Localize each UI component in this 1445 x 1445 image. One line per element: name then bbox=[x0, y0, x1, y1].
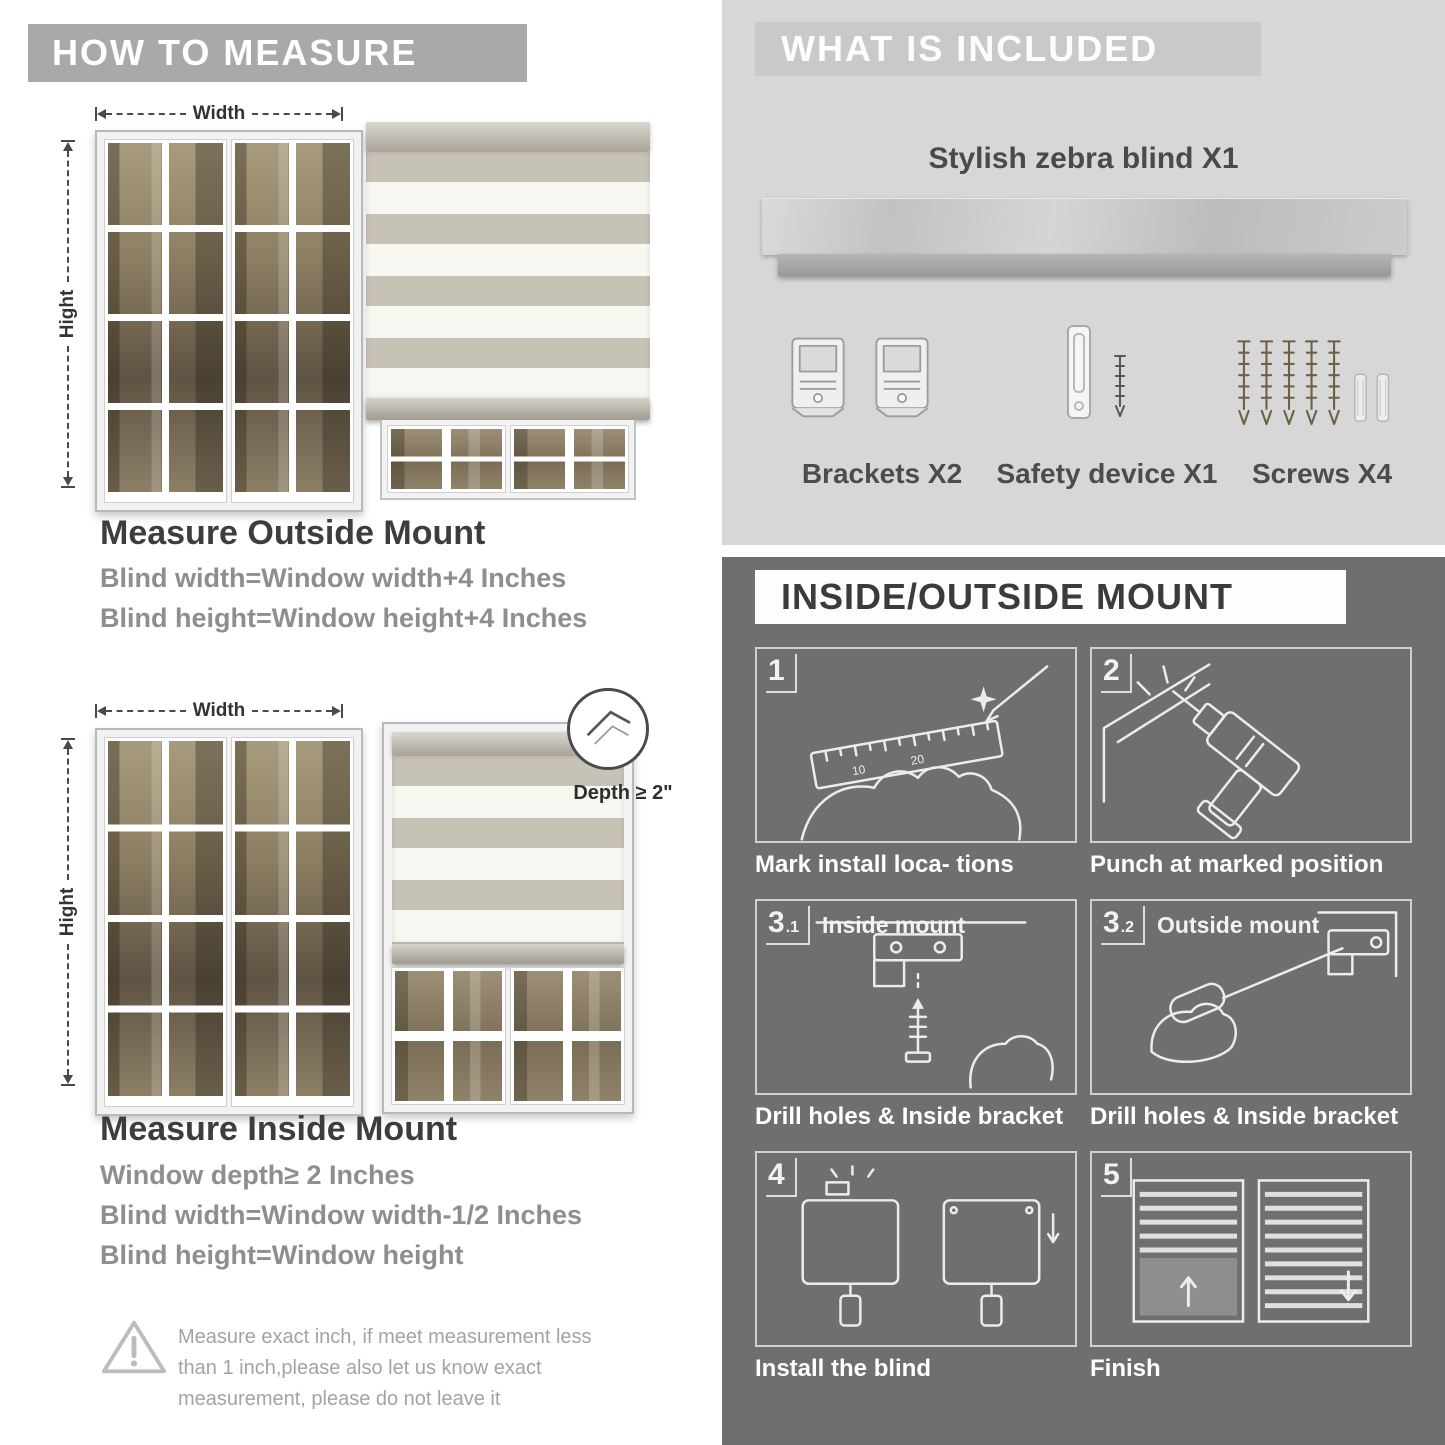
safety-device-label: Safety device X1 bbox=[996, 458, 1218, 489]
arrowhead-right-icon bbox=[332, 706, 341, 716]
blind-stripes bbox=[366, 152, 650, 398]
step-number: 1 bbox=[768, 654, 785, 687]
screws-icon bbox=[1237, 340, 1390, 426]
step-number: 5 bbox=[1103, 1158, 1120, 1191]
finish-illustration bbox=[1092, 1153, 1410, 1345]
width-label: Width bbox=[192, 700, 246, 721]
arrow-tick bbox=[95, 107, 97, 121]
safety-device-icon bbox=[1067, 325, 1091, 419]
screw-icon bbox=[1114, 355, 1126, 417]
window-sash bbox=[231, 737, 354, 1107]
width-label: Width bbox=[192, 103, 246, 124]
zebra-blind-item-label: Stylish zebra blind X1 bbox=[928, 142, 1239, 175]
window-sash bbox=[231, 139, 354, 503]
install-blind-illustration bbox=[757, 1153, 1075, 1345]
arrowhead-up-icon bbox=[63, 740, 73, 749]
measure-note: Measure exact inch, if meet measurement … bbox=[178, 1326, 592, 1410]
window-corner-detail-icon bbox=[586, 710, 631, 745]
arrow-tick bbox=[341, 107, 343, 121]
how-to-measure-header: HOW TO MEASURE bbox=[28, 24, 527, 82]
step-subtitle: Outside mount bbox=[1157, 912, 1320, 938]
arrowhead-left-icon bbox=[97, 706, 106, 716]
outside-formula-height: Blind height=Window height+4 Inches bbox=[100, 603, 588, 633]
step-1-panel: 1 10 20 bbox=[755, 647, 1077, 879]
window-below-blind bbox=[391, 967, 625, 1105]
zebra-blind-headrail-image bbox=[762, 198, 1407, 255]
window-illustration-inside bbox=[95, 728, 363, 1116]
blind-bottom-rail bbox=[392, 944, 624, 964]
inside-outside-mount-section: INSIDE/OUTSIDE MOUNT 1 10 20 bbox=[722, 557, 1445, 1445]
bracket-icon bbox=[791, 337, 845, 418]
blind-bottom-rail bbox=[366, 398, 650, 420]
zebra-blind-illustration-inside bbox=[382, 722, 634, 1114]
height-arrow: Hight bbox=[57, 140, 78, 488]
inside-mount-title: Measure Inside Mount bbox=[100, 1110, 458, 1148]
window-below-blind bbox=[380, 420, 636, 500]
width-arrow: Width bbox=[95, 103, 343, 124]
inside-formula-height: Blind height=Window height bbox=[100, 1240, 464, 1270]
window-sash bbox=[104, 139, 227, 503]
window-sash bbox=[104, 737, 227, 1107]
step-5-panel: 5 bbox=[1090, 1151, 1412, 1383]
safety-device-image bbox=[1062, 322, 1128, 422]
blind-cassette bbox=[366, 122, 650, 152]
arrowhead-left-icon bbox=[97, 109, 106, 119]
step-number: 4 bbox=[768, 1158, 785, 1191]
step-caption: Drill holes & Inside bracket bbox=[1090, 1103, 1399, 1130]
step-subtitle: Inside mount bbox=[822, 912, 966, 938]
svg-text:20: 20 bbox=[910, 752, 926, 768]
step-number: 3 bbox=[1103, 906, 1120, 939]
step-number: 3 bbox=[768, 906, 785, 939]
arrowhead-down-icon bbox=[63, 477, 73, 486]
step-caption: Drill holes & Inside bracket bbox=[755, 1103, 1064, 1130]
inside-formula-width: Blind width=Window width-1/2 Inches bbox=[100, 1200, 583, 1230]
arrowhead-down-icon bbox=[63, 1075, 73, 1084]
brackets-image bbox=[784, 334, 936, 420]
step-4-panel: 4 bbox=[755, 1151, 1077, 1383]
inside-bracket-illustration bbox=[757, 901, 1075, 1093]
blind-stripes bbox=[392, 756, 624, 944]
outside-mount-title: Measure Outside Mount bbox=[100, 514, 486, 552]
height-label: Hight bbox=[57, 887, 78, 937]
height-label: Hight bbox=[57, 289, 78, 339]
bracket-icon bbox=[875, 337, 929, 418]
outside-formula-width: Blind width=Window width+4 Inches bbox=[100, 563, 567, 593]
drill-illustration bbox=[1092, 649, 1410, 841]
step-caption: Mark install loca- tions bbox=[755, 851, 1014, 878]
step-3-1-panel: 3.1 Inside mount bbox=[755, 899, 1077, 1131]
depth-callout-circle bbox=[567, 688, 649, 770]
step-caption: Finish bbox=[1090, 1355, 1161, 1382]
screws-label: Screws X4 bbox=[1251, 458, 1393, 489]
arrowhead-up-icon bbox=[63, 142, 73, 151]
what-is-included-header: WHAT IS INCLUDED bbox=[755, 22, 1261, 76]
zebra-blind-illustration-outside bbox=[366, 122, 650, 500]
depth-label: Depth ≥ 2" bbox=[573, 782, 673, 804]
inside-formula-depth: Window depth≥ 2 Inches bbox=[100, 1160, 415, 1190]
step-caption: Install the blind bbox=[755, 1355, 932, 1382]
window-illustration-outside bbox=[95, 130, 363, 512]
width-arrow: Width bbox=[95, 700, 343, 721]
outside-bracket-illustration bbox=[1092, 901, 1410, 1093]
arrowhead-right-icon bbox=[332, 109, 341, 119]
step-caption: Punch at marked position bbox=[1090, 851, 1384, 878]
svg-text:10: 10 bbox=[851, 762, 867, 778]
zebra-blind-valance-image bbox=[778, 254, 1391, 276]
step-2-panel: 2 bbox=[1090, 647, 1412, 879]
step-number: 2 bbox=[1103, 654, 1120, 687]
mount-section-header: INSIDE/OUTSIDE MOUNT bbox=[755, 570, 1346, 624]
step-3-2-panel: 3.2 Outside mount bbox=[1090, 899, 1412, 1131]
mark-locations-illustration: 10 20 bbox=[757, 649, 1075, 841]
height-arrow: Hight bbox=[57, 738, 78, 1086]
warning-icon bbox=[101, 1320, 167, 1374]
what-is-included-section: WHAT IS INCLUDED Stylish zebra blind X1 bbox=[722, 0, 1445, 545]
brackets-label: Brackets X2 bbox=[801, 458, 963, 489]
